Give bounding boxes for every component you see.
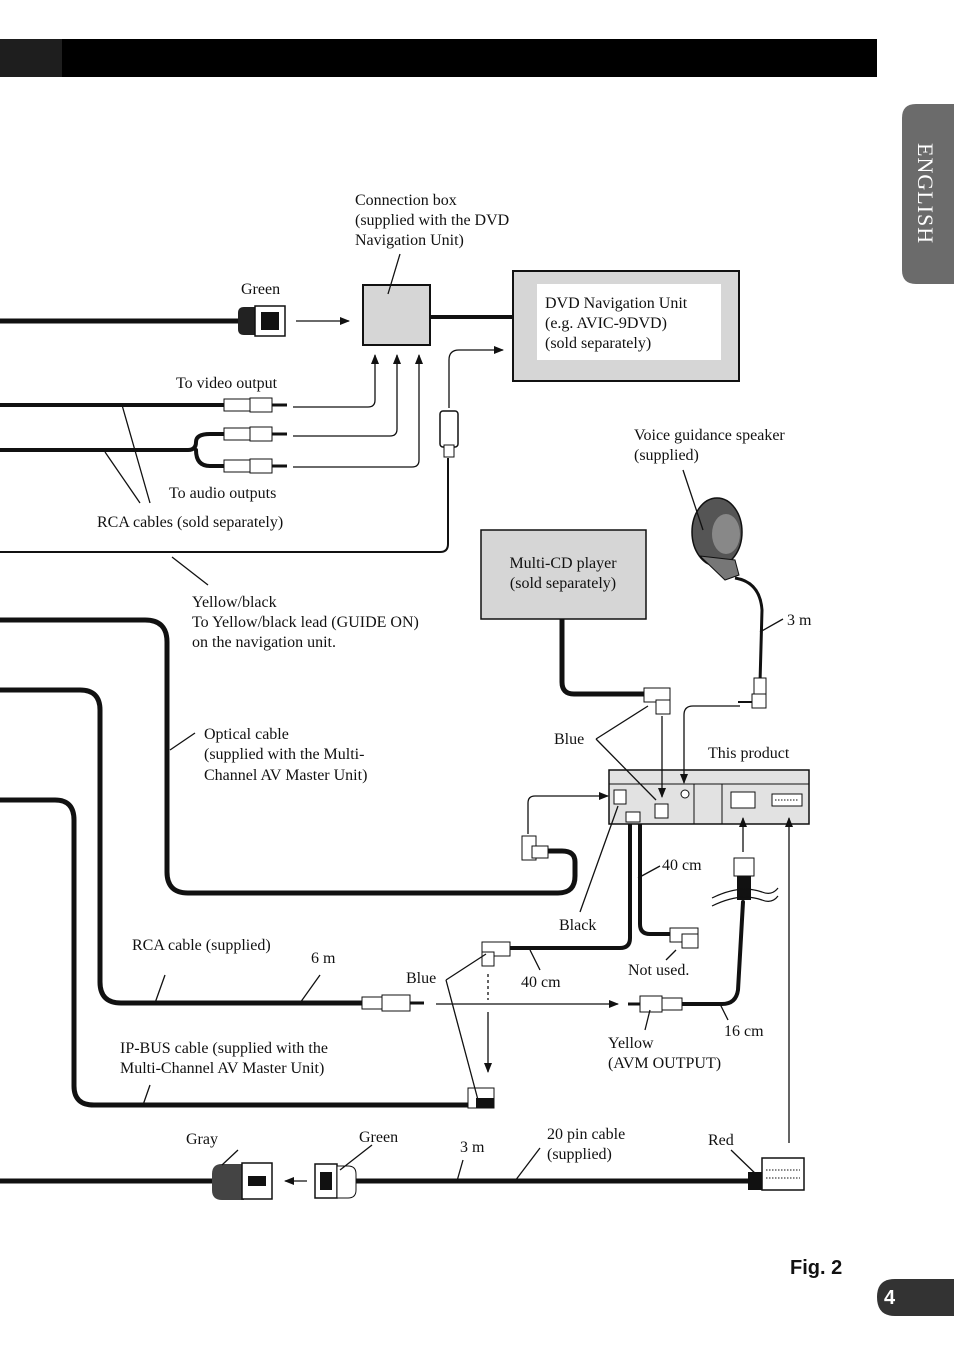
label-6m: 6 m [311, 950, 336, 967]
label-ipbus-2: Multi-Channel AV Master Unit) [120, 1060, 324, 1077]
label-ipbus-1: IP-BUS cable (supplied with the [120, 1040, 328, 1057]
this-product-unit [608, 769, 810, 825]
speaker-cable [734, 576, 764, 684]
multi-cd-label-2: (sold separately) [510, 575, 616, 592]
header-bar-accent [0, 39, 62, 77]
voice-speaker-label-2: (supplied) [634, 447, 699, 464]
avm-product-plug [733, 857, 755, 900]
label-3m-bottom: 3 m [460, 1139, 485, 1156]
label-yellow-black-2: To Yellow/black lead (GUIDE ON) [192, 614, 419, 631]
voice-speaker [691, 497, 743, 581]
label-this-product: This product [708, 745, 790, 762]
ipbus-cable [0, 797, 481, 1108]
label-yellow-avm-2: (AVM OUTPUT) [608, 1055, 721, 1072]
label-green-bottom: Green [359, 1129, 398, 1146]
label-20pin-1: 20 pin cable [547, 1126, 625, 1143]
connection-box [362, 284, 431, 346]
label-rca-sold: RCA cables (sold separately) [97, 514, 283, 531]
yellow-black-lead [0, 458, 449, 553]
gray-connector [212, 1162, 273, 1200]
audio-rca-cable [0, 432, 228, 468]
label-optical-3: Channel AV Master Unit) [204, 767, 367, 784]
language-tab-label: ENGLISH [913, 143, 938, 244]
cable-break-mark [711, 887, 779, 907]
rca-plug-audio-1 [223, 426, 287, 442]
dvd-nav-label-2: (e.g. AVIC-9DVD) [545, 315, 667, 332]
label-green-top: Green [241, 281, 280, 298]
label-40cm-a: 40 cm [662, 857, 702, 874]
multicd-plug [643, 687, 671, 715]
label-video-output: To video output [176, 375, 278, 392]
multi-cd-player [480, 529, 647, 620]
label-red: Red [708, 1132, 734, 1149]
green-connector-top [238, 305, 286, 337]
label-yellow-avm-1: Yellow [608, 1035, 654, 1052]
label-rca-supplied: RCA cable (supplied) [132, 937, 271, 954]
arrow-video-to-box [293, 354, 379, 408]
arrow-speaker-to-product [680, 705, 740, 784]
arrow-guide-to-nav [448, 346, 504, 408]
label-not-used: Not used. [628, 962, 689, 979]
optical-cable [0, 617, 578, 896]
connection-box-label-2: (supplied with the DVD [355, 212, 509, 229]
optical-plug [521, 835, 549, 861]
label-16cm: 16 cm [724, 1023, 764, 1040]
label-20pin-2: (supplied) [547, 1146, 612, 1163]
label-optical-1: Optical cable [204, 726, 289, 743]
green-connector-bottom [314, 1163, 357, 1199]
label-yellow-black-1: Yellow/black [192, 594, 277, 611]
rca-plug-video [223, 397, 287, 413]
label-3m-speaker: 3 m [787, 612, 812, 629]
avm-cable [680, 900, 745, 1006]
figure-label: Fig. 2 [790, 1257, 842, 1279]
label-yellow-black-3: on the navigation unit. [192, 634, 336, 651]
label-black: Black [559, 917, 596, 934]
label-audio-outputs: To audio outputs [169, 485, 276, 502]
rca-plug-audio-2 [223, 458, 287, 474]
product-cable-40cm-a [638, 818, 674, 936]
not-used-plug [669, 927, 699, 949]
page-number-tab: 4 [877, 1279, 954, 1316]
speaker-plug [738, 677, 767, 709]
label-gray: Gray [186, 1131, 218, 1148]
rca-plug-supplied [361, 994, 424, 1012]
header-bar [0, 39, 877, 77]
language-tab: ENGLISH [902, 104, 954, 284]
connection-box-label-1: Connection box [355, 192, 457, 209]
red-connector [748, 1157, 805, 1191]
page-number: 4 [884, 1287, 896, 1309]
dvd-nav-label-3: (sold separately) [545, 335, 651, 352]
guide-on-connector [439, 410, 459, 458]
multicd-cable [559, 617, 651, 697]
product-cable-40cm-b [508, 818, 632, 950]
arrow-audio2-to-box [293, 354, 423, 468]
leader-lines [104, 253, 784, 1182]
dvd-nav-label-1: DVD Navigation Unit [545, 295, 688, 312]
label-40cm-b: 40 cm [521, 974, 561, 991]
connection-box-label-3: Navigation Unit) [355, 232, 464, 249]
multi-cd-label-1: Multi-CD player [509, 555, 617, 572]
dvd-nav-unit [512, 270, 740, 382]
blue-plug-lower [481, 941, 511, 967]
label-blue-lower: Blue [406, 970, 436, 987]
label-blue-upper: Blue [554, 731, 584, 748]
rca-supplied-cable [0, 687, 371, 1006]
label-optical-2: (supplied with the Multi- [204, 746, 364, 763]
ipbus-plug [467, 1087, 495, 1109]
arrow-optical-to-product [527, 792, 609, 834]
arrow-audio1-to-box [293, 354, 401, 437]
voice-speaker-label-1: Voice guidance speaker [634, 427, 785, 444]
avm-output-plug [628, 995, 683, 1013]
